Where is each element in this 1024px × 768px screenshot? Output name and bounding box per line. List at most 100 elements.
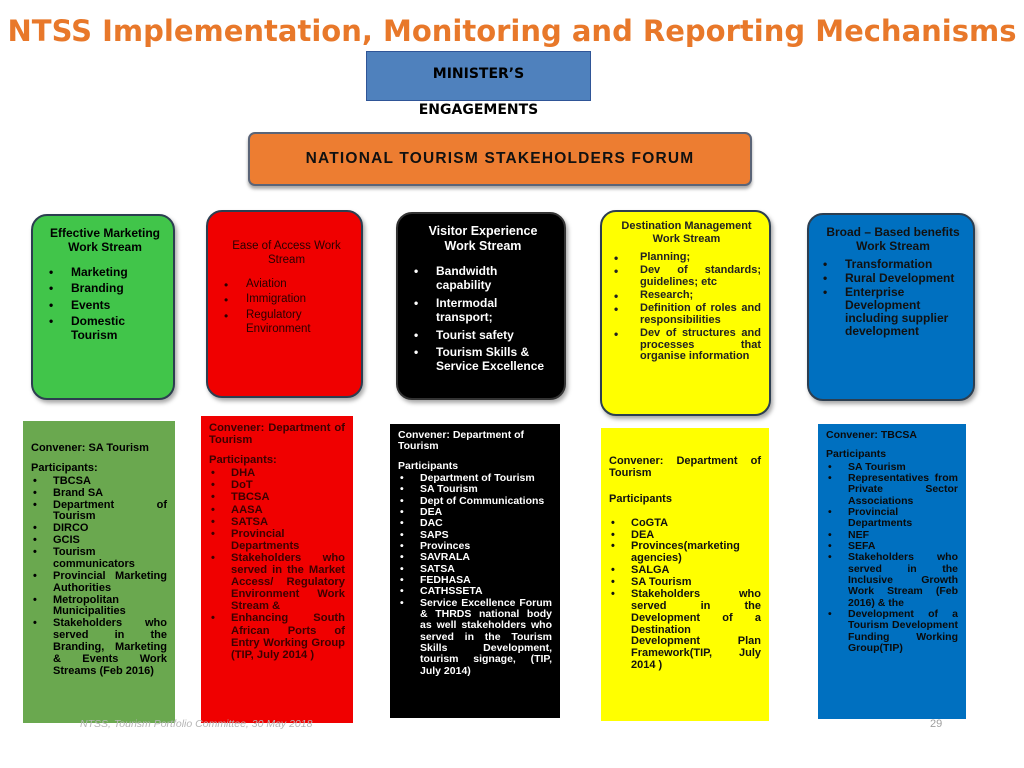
work-stream-title: Visitor Experience Work Stream xyxy=(428,224,538,253)
participant-item: SEFA xyxy=(826,540,958,553)
convener-label: Convener: Department of Tourism xyxy=(209,422,345,447)
work-stream-item: Branding xyxy=(47,281,163,296)
work-stream-items: Planning; Dev of standards; guidelines; … xyxy=(612,251,761,364)
destination-management-work-stream: Destination Management Work Stream Plann… xyxy=(600,210,771,416)
participant-item: DHA xyxy=(209,467,345,479)
participant-item: SAVRALA xyxy=(398,551,552,564)
minister-label: MINISTER’S ENGAGEMENTS xyxy=(366,56,591,128)
work-stream-item: Regulatory Environment xyxy=(222,309,351,337)
participant-item: Metropolitan Municipalities xyxy=(31,594,167,619)
participant-item: Department of Tourism xyxy=(31,499,167,524)
visitor-experience-convener-box: Convener: Department of Tourism Particip… xyxy=(390,424,560,718)
work-stream-item: Tourist safety xyxy=(412,328,554,343)
work-stream-item: Domestic Tourism xyxy=(47,314,163,343)
participant-item: SATSA xyxy=(398,563,552,576)
participant-item: Brand SA xyxy=(31,487,167,500)
participant-item: SALGA xyxy=(609,564,761,577)
work-stream-item: Bandwidth capability xyxy=(412,264,554,293)
minister-line-2: ENGAGEMENTS xyxy=(418,102,539,118)
participant-item: SA Tourism xyxy=(609,576,761,589)
work-stream-item: Transformation xyxy=(821,257,965,271)
work-stream-items: Transformation Rural Development Enterpr… xyxy=(821,257,965,338)
convener-label: Convener: Department of Tourism xyxy=(609,455,761,479)
work-stream-item: Rural Development xyxy=(821,271,965,285)
work-stream-item: Events xyxy=(47,298,163,313)
participants-list: CoGTA DEA Provinces(marketing agencies) … xyxy=(609,517,761,672)
participant-item: Department of Tourism xyxy=(398,472,552,485)
participant-item: Representatives from Private Sector Asso… xyxy=(826,472,958,507)
participant-item: DEA xyxy=(609,529,761,542)
work-stream-items: Bandwidth capability Intermodal transpor… xyxy=(412,264,554,374)
participant-item: Dept of Communications xyxy=(398,495,552,508)
participant-item: NEF xyxy=(826,529,958,542)
work-stream-item: Enterprise Development including supplie… xyxy=(821,285,965,338)
convener-label: Convener: Department of Tourism xyxy=(398,429,525,453)
participant-item: Provincial Departments xyxy=(209,528,345,552)
participants-label: Participants xyxy=(398,459,459,472)
footer-text: NTSS, Tourism Portfolio Committee, 30 Ma… xyxy=(80,718,313,730)
participants-list: DHA DoT TBCSA AASA SATSA Provincial Depa… xyxy=(209,467,345,661)
participant-item: TBCSA xyxy=(209,491,345,503)
work-stream-title: Destination Management Work Stream xyxy=(621,220,752,246)
access-work-stream: Ease of Access Work Stream Aviation Immi… xyxy=(206,210,363,398)
work-stream-item: Dev of standards; guidelines; etc xyxy=(612,264,761,289)
participant-item: Stakeholders who served in the Inclusive… xyxy=(826,552,958,609)
minister-line-1: MINISTER’S xyxy=(432,66,525,82)
participant-item: SA Tourism xyxy=(398,483,552,496)
participant-item: Development of a Tourism Development Fun… xyxy=(826,608,958,654)
participant-item: DEA xyxy=(398,506,552,519)
minister-box xyxy=(366,51,591,101)
participant-item: DIRCO xyxy=(31,522,167,535)
participant-item: Stakeholders who served in the Developme… xyxy=(609,588,761,672)
work-stream-item: Definition of roles and responsibilities xyxy=(612,302,761,327)
work-stream-title: Broad – Based benefits Work Stream xyxy=(826,225,960,254)
participant-item: Service Excellence Forum & THRDS nationa… xyxy=(398,597,552,677)
participant-item: CoGTA xyxy=(609,517,761,530)
participants-label: Participants: xyxy=(209,454,277,467)
work-stream-item: Marketing xyxy=(47,265,163,280)
participant-item: Stakeholders who served in the Branding,… xyxy=(31,617,167,677)
access-convener-box: Convener: Department of Tourism Particip… xyxy=(201,416,353,723)
participant-item: Provincial Marketing Authorities xyxy=(31,570,167,595)
broad-based-benefits-work-stream: Broad – Based benefits Work Stream Trans… xyxy=(807,213,975,401)
participants-list: TBCSA Brand SA Department of Tourism DIR… xyxy=(31,475,167,678)
participant-item: SATSA xyxy=(209,516,345,528)
participant-item: FEDHASA xyxy=(398,574,552,587)
work-stream-item: Tourism Skills & Service Excellence xyxy=(412,345,554,374)
work-stream-item: Immigration xyxy=(222,293,351,307)
convener-label: Convener: TBCSA xyxy=(826,429,918,441)
participant-item: TBCSA xyxy=(31,475,167,488)
page-number: 29 xyxy=(930,718,943,730)
destination-management-convener-box: Convener: Department of Tourism Particip… xyxy=(601,428,769,721)
work-stream-item: Research; xyxy=(612,289,761,303)
participant-item: AASA xyxy=(209,504,345,516)
work-stream-items: Marketing Branding Events Domestic Touri… xyxy=(47,265,163,343)
page-title: NTSS Implementation, Monitoring and Repo… xyxy=(7,14,1017,48)
participant-item: DoT xyxy=(209,479,345,491)
work-stream-title: Effective Marketing Work Stream xyxy=(49,226,161,255)
participant-item: GCIS xyxy=(31,534,167,547)
participant-item: Provinces xyxy=(398,540,552,553)
participants-label: Participants xyxy=(826,448,887,461)
participant-item: Stakeholders who served in the Market Ac… xyxy=(209,552,345,612)
participant-item: CATHSSETA xyxy=(398,585,552,598)
work-stream-title: Ease of Access Work Stream xyxy=(232,240,341,266)
stakeholders-forum-box: NATIONAL TOURISM STAKEHOLDERS FORUM xyxy=(248,132,752,186)
participants-label: Participants xyxy=(609,492,672,505)
participant-item: DAC xyxy=(398,517,552,530)
participants-list: Department of Tourism SA Tourism Dept of… xyxy=(398,472,552,677)
participant-item: Provinces(marketing agencies) xyxy=(609,540,761,565)
participant-item: Tourism communicators xyxy=(31,546,167,571)
work-stream-item: Intermodal transport; xyxy=(412,296,554,325)
work-stream-items: Aviation Immigration Regulatory Environm… xyxy=(222,278,351,337)
work-stream-item: Aviation xyxy=(222,278,351,292)
work-stream-item: Planning; xyxy=(612,251,761,265)
marketing-convener-box: Convener: SA Tourism Participants: TBCSA… xyxy=(23,421,175,723)
convener-label: Convener: SA Tourism xyxy=(31,442,149,454)
marketing-work-stream: Effective Marketing Work Stream Marketin… xyxy=(31,214,175,400)
visitor-experience-work-stream: Visitor Experience Work Stream Bandwidth… xyxy=(396,212,566,400)
work-stream-item: Dev of structures and processes that org… xyxy=(612,327,761,364)
participants-label: Participants: xyxy=(31,461,98,474)
participant-item: SAPS xyxy=(398,529,552,542)
broad-based-benefits-convener-box: Convener: TBCSA Participants SA Tourism … xyxy=(818,424,966,719)
